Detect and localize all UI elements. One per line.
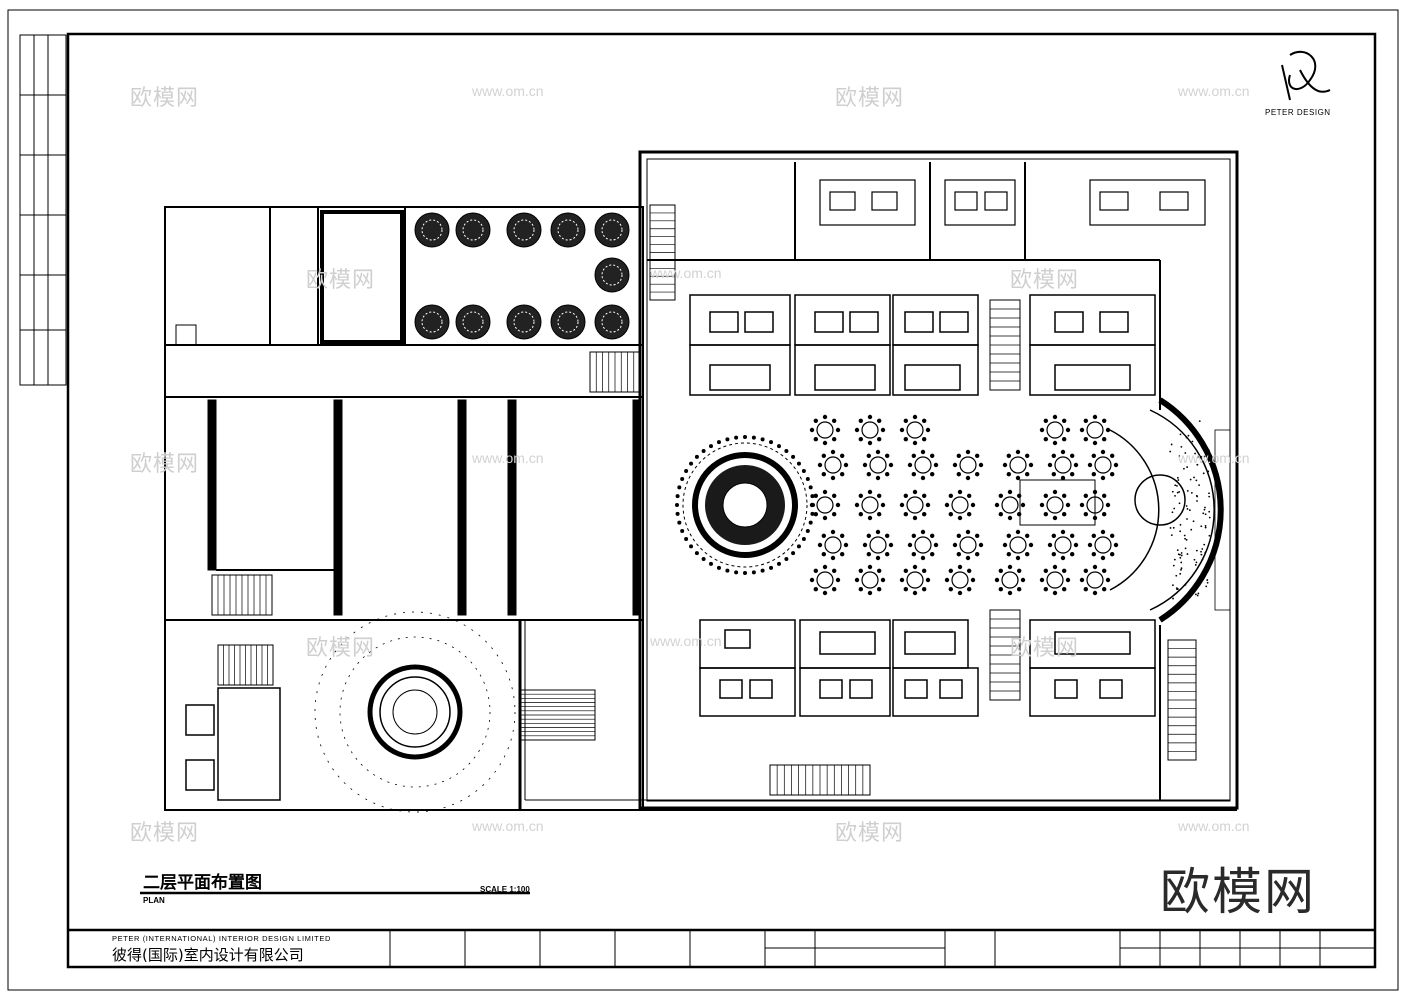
table-icon (1048, 450, 1078, 480)
watermark-logo: 欧模网 (306, 630, 375, 662)
tree-icon (551, 213, 585, 247)
table-icon (810, 415, 840, 445)
table-icon (855, 490, 885, 520)
tree-icon (595, 305, 629, 339)
tree-icon (507, 305, 541, 339)
watermark-logo: 欧模网 (306, 262, 375, 294)
private-rooms-south (700, 620, 1155, 716)
drawing-title: 二层平面布置图 (143, 868, 262, 893)
table-icon (945, 565, 975, 595)
watermark-url: www.om.cn (1178, 818, 1250, 834)
company-name-cn: 彼得(国际)室内设计有限公司 (112, 944, 304, 965)
watermark-url: www.om.cn (1178, 83, 1250, 99)
table-icon (810, 565, 840, 595)
table-icon (1080, 415, 1110, 445)
table-icon (995, 565, 1025, 595)
tree-icon (456, 213, 490, 247)
watermark-url: www.om.cn (650, 633, 722, 649)
watermark-logo: 欧模网 (130, 815, 199, 847)
binding-strip (20, 35, 66, 385)
tree-icon (595, 213, 629, 247)
watermark-large: 欧模网 (1160, 852, 1316, 924)
tree-icon (507, 213, 541, 247)
table-icon (1080, 565, 1110, 595)
watermark-logo: 欧模网 (1010, 262, 1079, 294)
table-icon (945, 490, 975, 520)
table-icon (1003, 530, 1033, 560)
watermark-logo: 欧模网 (130, 446, 199, 478)
table-icon (1088, 450, 1118, 480)
table-icon (863, 450, 893, 480)
table-icon (818, 530, 848, 560)
drawing-subtitle: PLAN (143, 896, 165, 905)
table-icon (953, 450, 983, 480)
watermark-url: www.om.cn (472, 450, 544, 466)
table-icon (953, 530, 983, 560)
table-icon (1040, 490, 1070, 520)
watermark-logo: 欧模网 (130, 80, 199, 112)
tree-icon (551, 305, 585, 339)
watermark-logo: 欧模网 (835, 80, 904, 112)
hall-round-feature (683, 443, 807, 567)
watermark-url: www.om.cn (650, 265, 722, 281)
table-icon (818, 450, 848, 480)
watermark-url: www.om.cn (472, 818, 544, 834)
logo-signature (1282, 52, 1330, 100)
table-icon (1048, 530, 1078, 560)
table-icon (900, 415, 930, 445)
logo-caption: PETER DESIGN (1265, 108, 1331, 117)
table-icon (855, 565, 885, 595)
tree-icon (415, 305, 449, 339)
table-icon (1003, 450, 1033, 480)
table-icon (900, 565, 930, 595)
planter-trees (415, 213, 629, 339)
vip-rooms (820, 180, 1205, 225)
tree-icon (456, 305, 490, 339)
company-name-en: PETER (INTERNATIONAL) INTERIOR DESIGN LI… (112, 934, 331, 943)
table-icon (1088, 530, 1118, 560)
tree-icon (415, 213, 449, 247)
table-icon (863, 530, 893, 560)
table-icon (855, 415, 885, 445)
private-rooms-north (690, 295, 1155, 395)
table-icon (908, 450, 938, 480)
table-icon (908, 530, 938, 560)
table-icon (1040, 415, 1070, 445)
watermark-logo: 欧模网 (1010, 630, 1079, 662)
watermark-url: www.om.cn (472, 83, 544, 99)
table-icon (1040, 565, 1070, 595)
table-icon (900, 490, 930, 520)
watermark-url: www.om.cn (1178, 450, 1250, 466)
watermark-logo: 欧模网 (835, 815, 904, 847)
tree-icon (595, 258, 629, 292)
drawing-scale: SCALE 1:100 (480, 885, 530, 894)
table-icon (995, 490, 1025, 520)
